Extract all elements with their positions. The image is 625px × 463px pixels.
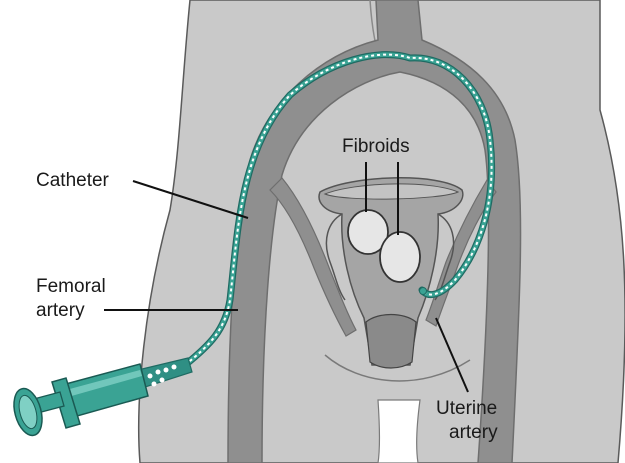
cervix xyxy=(366,315,416,369)
leg-gap xyxy=(378,400,420,463)
catheter-label: Catheter xyxy=(36,170,110,191)
femoral-artery-label-line1: Femoral xyxy=(36,276,106,297)
catheter-tip xyxy=(420,288,427,295)
syringe-fluid-dot xyxy=(148,374,153,379)
syringe-fluid-dot xyxy=(160,378,165,383)
fibroids-label: Fibroids xyxy=(342,136,410,157)
uterine-artery-label-line1: Uterine xyxy=(436,398,497,419)
syringe-fluid-dot xyxy=(152,382,157,387)
syringe-fluid-dot xyxy=(156,370,161,375)
femoral-artery-label-line2: artery xyxy=(36,300,85,321)
syringe-fluid-dot xyxy=(172,365,177,370)
uterine-artery-label-line2: artery xyxy=(449,422,498,443)
syringe-fluid-dot xyxy=(164,368,169,373)
fibroid-right xyxy=(380,232,420,282)
